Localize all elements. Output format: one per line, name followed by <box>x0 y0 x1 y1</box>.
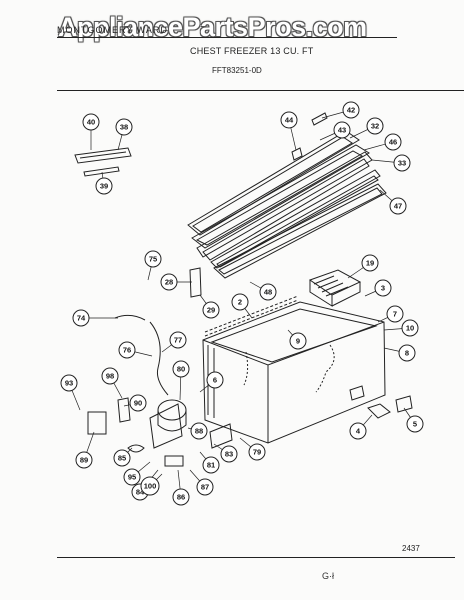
svg-text:88: 88 <box>195 427 203 436</box>
svg-text:89: 89 <box>80 456 88 465</box>
part-callout-95: 95 <box>123 468 141 486</box>
svg-text:93: 93 <box>65 379 73 388</box>
svg-text:79: 79 <box>253 448 261 457</box>
svg-text:48: 48 <box>264 288 272 297</box>
part-callout-9: 9 <box>289 332 307 350</box>
part-callout-33: 33 <box>393 154 411 172</box>
diagram-title: CHEST FREEZER 13 CU. FT <box>190 46 314 56</box>
svg-text:90: 90 <box>134 399 142 408</box>
svg-text:95: 95 <box>128 473 136 482</box>
part-callout-90: 90 <box>129 394 147 412</box>
svg-text:43: 43 <box>338 126 346 135</box>
part-callout-46: 46 <box>384 133 402 151</box>
part-callout-81: 81 <box>202 456 220 474</box>
svg-text:74: 74 <box>77 314 86 323</box>
svg-text:81: 81 <box>207 461 215 470</box>
part-callout-80: 80 <box>172 360 190 378</box>
svg-text:7: 7 <box>393 310 397 319</box>
part-callout-44: 44 <box>280 111 298 129</box>
svg-text:6: 6 <box>213 376 217 385</box>
footer-mark: G·ł <box>322 571 334 581</box>
part-callout-88: 88 <box>190 422 208 440</box>
svg-text:46: 46 <box>389 138 397 147</box>
part-callout-79: 79 <box>248 443 266 461</box>
lid-assembly <box>187 130 387 279</box>
part-callout-43: 43 <box>333 121 351 139</box>
part-callout-98: 98 <box>101 367 119 385</box>
model-number: FFT83251-0D <box>212 66 262 75</box>
svg-text:38: 38 <box>120 123 128 132</box>
part-callout-2: 2 <box>231 293 249 311</box>
svg-text:4: 4 <box>356 427 361 436</box>
part-callout-42: 42 <box>342 101 360 119</box>
part-callout-93: 93 <box>60 374 78 392</box>
part-callout-87: 87 <box>196 478 214 496</box>
part-callout-19: 19 <box>361 254 379 272</box>
svg-text:39: 39 <box>100 182 108 191</box>
svg-text:2: 2 <box>238 298 242 307</box>
svg-text:85: 85 <box>118 454 126 463</box>
storage-basket <box>308 269 362 307</box>
svg-text:42: 42 <box>347 106 355 115</box>
svg-text:40: 40 <box>87 118 95 127</box>
svg-text:44: 44 <box>285 116 294 125</box>
handle-assembly <box>74 147 132 177</box>
svg-text:87: 87 <box>201 483 209 492</box>
svg-text:47: 47 <box>394 202 402 211</box>
part-callout-28: 28 <box>160 273 178 291</box>
svg-text:100: 100 <box>144 482 157 491</box>
page-number: 2437 <box>402 544 420 553</box>
svg-text:10: 10 <box>406 324 414 333</box>
top-divider <box>57 90 464 91</box>
part-callout-38: 38 <box>115 118 133 136</box>
svg-text:5: 5 <box>413 420 417 429</box>
part-callout-3: 3 <box>374 279 392 297</box>
part-callout-39: 39 <box>95 177 113 195</box>
part-callout-40: 40 <box>82 113 100 131</box>
part-callout-85: 85 <box>113 449 131 467</box>
svg-text:83: 83 <box>225 450 233 459</box>
bottom-divider <box>57 557 455 558</box>
svg-text:76: 76 <box>123 346 131 355</box>
svg-text:80: 80 <box>177 365 185 374</box>
svg-text:77: 77 <box>174 336 182 345</box>
svg-text:98: 98 <box>106 372 114 381</box>
svg-text:3: 3 <box>381 284 385 293</box>
svg-text:75: 75 <box>149 255 157 264</box>
svg-text:33: 33 <box>398 159 406 168</box>
compressor <box>149 399 187 449</box>
part-callout-10: 10 <box>401 319 419 337</box>
part-callout-89: 89 <box>75 451 93 469</box>
part-callout-32: 32 <box>366 117 384 135</box>
svg-text:84: 84 <box>136 488 145 497</box>
part-callout-47: 47 <box>389 197 407 215</box>
part-callout-7: 7 <box>386 305 404 323</box>
part-callout-86: 86 <box>172 488 190 506</box>
svg-text:19: 19 <box>366 259 374 268</box>
part-callout-5: 5 <box>406 415 424 433</box>
svg-text:8: 8 <box>405 349 409 358</box>
header-rule <box>57 37 397 38</box>
part-callout-4: 4 <box>349 422 367 440</box>
part-callout-48: 48 <box>259 283 277 301</box>
part-callout-74: 74 <box>72 309 90 327</box>
part-callout-29: 29 <box>202 301 220 319</box>
part-callout-6: 6 <box>206 371 224 389</box>
svg-text:29: 29 <box>207 306 215 315</box>
part-callout-83: 83 <box>220 445 238 463</box>
part-callout-77: 77 <box>169 331 187 349</box>
svg-text:28: 28 <box>165 278 173 287</box>
freezer-cabinet <box>202 301 386 444</box>
part-callout-100: 100 <box>140 476 160 496</box>
brand-header: MONTGOMERY WARD <box>57 25 168 35</box>
part-callout-75: 75 <box>144 250 162 268</box>
svg-text:32: 32 <box>371 122 379 131</box>
part-callout-8: 8 <box>398 344 416 362</box>
svg-text:9: 9 <box>296 337 300 346</box>
svg-text:86: 86 <box>177 493 185 502</box>
part-callout-76: 76 <box>118 341 136 359</box>
